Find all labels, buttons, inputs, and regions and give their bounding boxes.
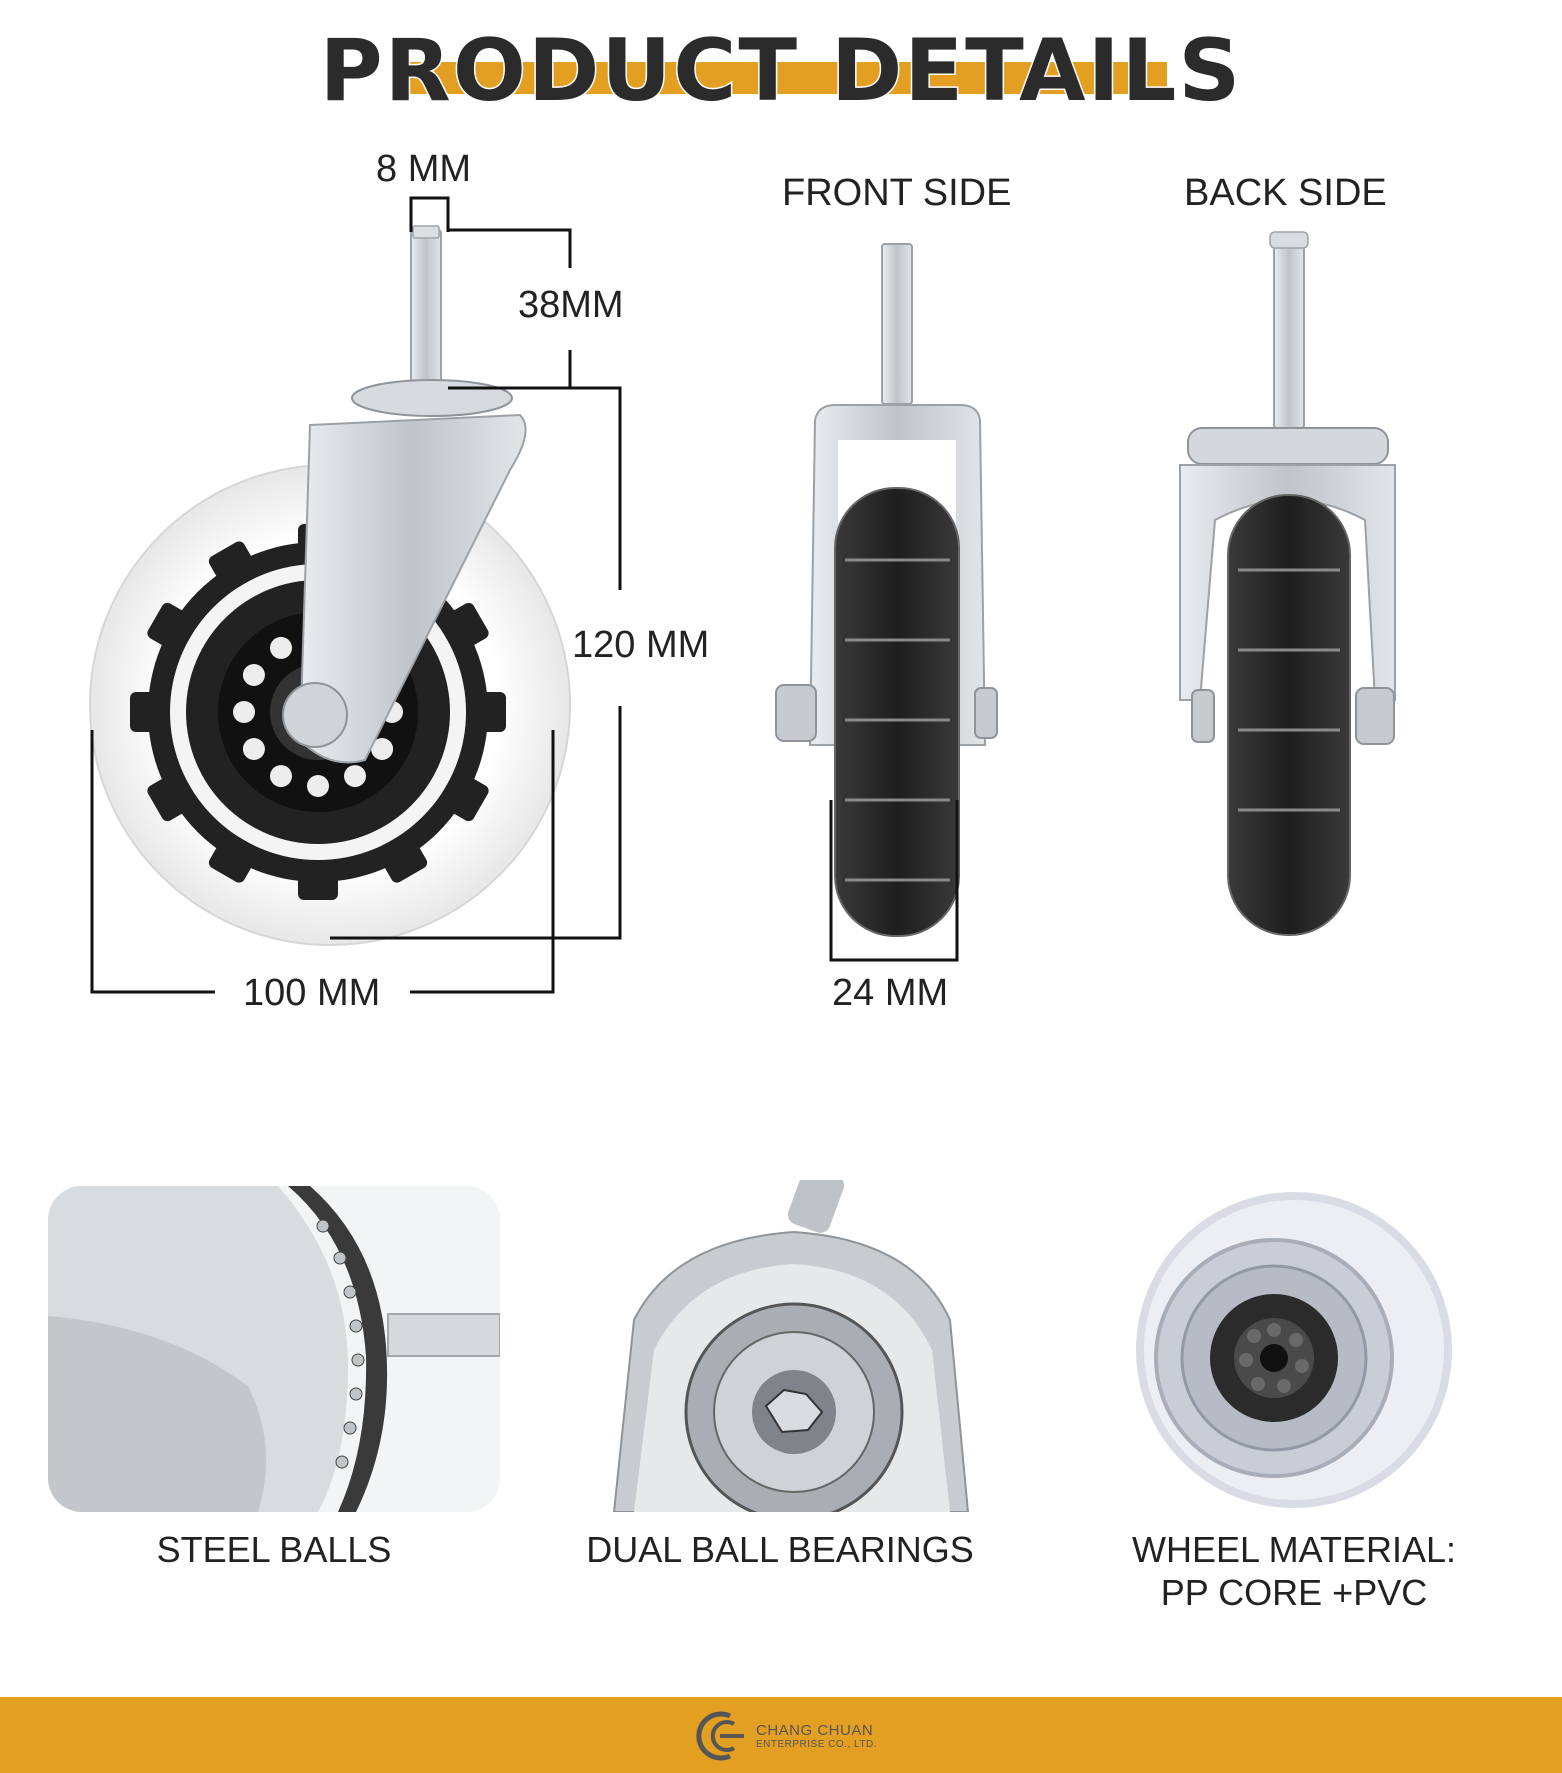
gear-tooth [208,541,260,592]
hub-hole [270,765,292,788]
dim-stem-diameter: 8 MM [376,148,471,190]
gear-window [174,666,189,685]
hub-hole [242,664,265,686]
gear-tooth [466,692,506,732]
footer-company-name: CHANG CHUAN [756,1722,874,1739]
gear-tooth [298,860,338,900]
gear-tooth [130,692,170,732]
dual-ball-bearings-photo [594,1180,978,1512]
gear-window [408,802,427,821]
hub-hole [307,627,329,649]
hub-hole [233,701,255,723]
wheel-gear-core [148,542,488,882]
cce-logo-icon [696,1711,744,1761]
stem [410,229,442,391]
gear-tooth [438,770,489,822]
caption-wheel-material-line1: WHEEL MATERIAL: [1131,1529,1457,1570]
hub-hole [270,636,292,659]
front-wheel [834,487,960,937]
footer-company-sub: ENTERPRISE CO., LTD. [756,1739,877,1750]
gear-tooth [298,524,338,564]
back-side-label: BACK SIDE [1184,172,1387,214]
wheel-material-photo [1134,1190,1454,1510]
caption-wheel-material: WHEEL MATERIAL: PP CORE +PVC [1110,1528,1478,1614]
fork [298,413,527,764]
caption-dual-ball-bearings: DUAL BALL BEARINGS [586,1529,974,1570]
footer-bar [0,1697,1562,1773]
gear-window [209,603,228,622]
front-side-label: FRONT SIDE [782,172,1012,214]
gear-window [447,666,462,685]
gear-window [209,802,228,821]
gear-tooth [147,602,198,654]
caption-steel-balls: STEEL BALLS [156,1529,392,1570]
back-wheel [1227,494,1351,936]
top-plate [351,379,513,417]
wheel-outer [89,464,571,946]
gear-tooth [376,541,428,592]
caption-wheel-material-line2: PP CORE +PVC [1160,1572,1428,1614]
gear-window [345,841,364,856]
hub-hole [371,664,394,686]
hub-hole [344,636,366,659]
wheel-gear-teeth [130,524,506,900]
hub-hole [371,738,394,760]
gear-window [408,603,427,622]
dim-stem-length: 38MM [518,284,624,326]
hub-hole [344,765,366,788]
page-title: PRODUCT DETAILS [318,21,1243,121]
gear-tooth [376,832,428,883]
hub-hole [242,738,265,760]
hub-hole [381,701,403,723]
gear-window [272,568,291,583]
gear-tooth [208,832,260,883]
gear-window [272,841,291,856]
gear-window [345,568,364,583]
gear-window [174,739,189,758]
gear-window [447,739,462,758]
dim-height: 120 MM [572,624,710,666]
dim-wheel-diameter: 100 MM [243,972,381,1014]
gear-tooth [438,602,489,654]
gear-tooth [147,770,198,822]
title-accent-bar [395,62,1167,94]
hub-hole [307,775,329,797]
axle-cap [282,682,348,748]
dim-wheel-width: 24 MM [832,972,949,1014]
steel-balls-photo [48,1186,500,1512]
